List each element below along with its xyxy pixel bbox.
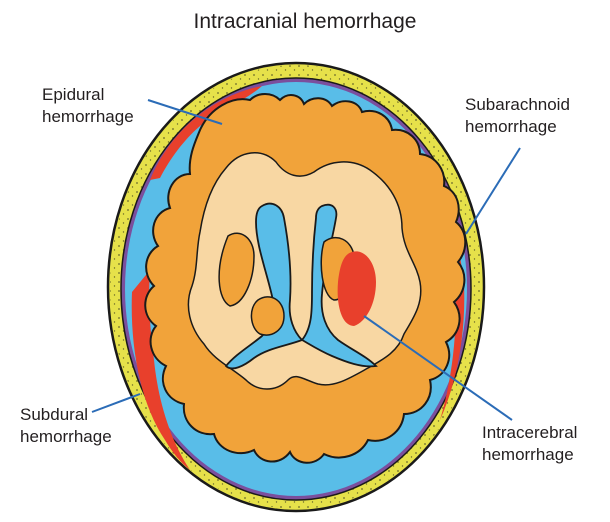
subdural-hemorrhage-label: Subdural hemorrhage xyxy=(20,404,112,448)
subarachnoid-hemorrhage-label: Subarachnoid hemorrhage xyxy=(465,94,570,138)
subarachnoid-leader-line xyxy=(466,148,520,234)
thalamus-left xyxy=(251,297,284,335)
intracerebral-hemorrhage-label: Intracerebral hemorrhage xyxy=(482,422,577,466)
epidural-hemorrhage-label: Epidural hemorrhage xyxy=(42,84,134,128)
